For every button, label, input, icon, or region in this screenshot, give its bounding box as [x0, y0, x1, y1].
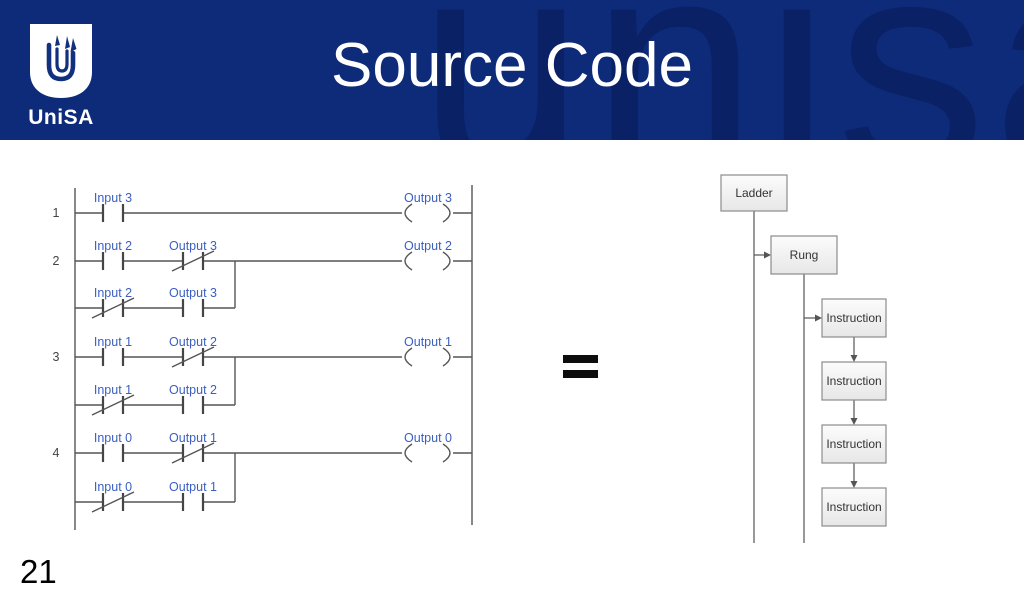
ladder-rung-4: 4 Input 0 Output 1 Output 0 Input 0 Outp…	[53, 431, 472, 513]
ladder-rung-2: 2 Input 2 Output 3 Output 2 Input 2 Outp…	[53, 239, 472, 319]
no-contact-symbol	[101, 204, 125, 222]
coil-label: Output 0	[404, 431, 452, 445]
tree-box-label: Ladder	[735, 186, 772, 200]
tree-arrow	[850, 337, 858, 362]
tree-box-label: Instruction	[826, 374, 881, 388]
nc-contact-symbol	[181, 444, 205, 462]
tree-box-instruction: Instruction	[821, 424, 887, 464]
coil-symbol	[404, 443, 451, 463]
unisa-shield-icon	[30, 24, 92, 98]
rung-number: 3	[53, 350, 60, 364]
tree-arrow	[754, 251, 771, 259]
tree-box-label: Instruction	[826, 500, 881, 514]
contact-label: Input 2	[94, 286, 132, 300]
tree-box-label: Instruction	[826, 311, 881, 325]
tree-box-instruction: Instruction	[821, 487, 887, 527]
nc-contact-symbol	[101, 493, 125, 511]
page-number: 21	[20, 553, 57, 590]
coil-label: Output 1	[404, 335, 452, 349]
ladder-logic-diagram: 1 Input 3 Output 3 2 Input 2 Output 3 Ou…	[53, 185, 473, 530]
contact-label: Input 0	[94, 480, 132, 494]
nc-contact-symbol	[101, 299, 125, 317]
tree-arrow	[804, 314, 822, 322]
nc-slash	[91, 491, 135, 513]
contact-label: Input 1	[94, 335, 132, 349]
contact-label: Input 0	[94, 431, 132, 445]
contact-label: Input 2	[94, 239, 132, 253]
rung-number: 2	[53, 254, 60, 268]
nc-slash	[171, 442, 215, 464]
coil-label: Output 3	[404, 191, 452, 205]
slide-title: Source Code	[331, 31, 693, 100]
unisa-watermark: unisa	[418, 0, 1024, 140]
unisa-logo-text: UniSA	[28, 106, 94, 129]
contact-label: Input 1	[94, 383, 132, 397]
contact-label: Output 2	[169, 383, 217, 397]
nc-contact-symbol	[181, 252, 205, 270]
tree-box-instruction: Instruction	[821, 298, 887, 338]
contact-label: Output 1	[169, 431, 217, 445]
no-contact-symbol	[181, 396, 205, 414]
no-contact-symbol	[181, 299, 205, 317]
contact-label: Output 2	[169, 335, 217, 349]
header-band: unisa UniSA Source Code	[0, 0, 1024, 140]
tree-box-rung: Rung	[770, 235, 838, 275]
coil-symbol	[404, 251, 451, 271]
nc-slash	[171, 346, 215, 368]
coil-symbol	[404, 347, 451, 367]
coil-symbol	[404, 203, 451, 223]
tree-box-instruction: Instruction	[821, 361, 887, 401]
tree-box-label: Instruction	[826, 437, 881, 451]
ladder-rung-3: 3 Input 1 Output 2 Output 1 Input 1 Outp…	[53, 335, 472, 416]
ladder-rung-1: 1 Input 3 Output 3	[53, 191, 472, 223]
tree-arrow	[850, 463, 858, 488]
no-contact-symbol	[101, 252, 125, 270]
contact-label: Output 1	[169, 480, 217, 494]
equals-sign	[563, 355, 598, 378]
tree-box-label: Rung	[790, 248, 819, 262]
rung-number: 1	[53, 206, 60, 220]
no-contact-symbol	[181, 493, 205, 511]
no-contact-symbol	[101, 444, 125, 462]
contact-label: Output 3	[169, 286, 217, 300]
nc-slash	[91, 297, 135, 319]
equals-bar-bottom	[563, 370, 598, 378]
ladder-structure-tree: Ladder Rung Instruction Instruction Inst…	[720, 174, 887, 543]
tree-arrow	[850, 400, 858, 425]
coil-label: Output 2	[404, 239, 452, 253]
equals-bar-top	[563, 355, 598, 363]
nc-slash	[171, 250, 215, 272]
nc-slash	[91, 394, 135, 416]
nc-contact-symbol	[181, 348, 205, 366]
tree-box-ladder: Ladder	[720, 174, 788, 212]
rung-number: 4	[53, 446, 60, 460]
nc-contact-symbol	[101, 396, 125, 414]
contact-label: Output 3	[169, 239, 217, 253]
no-contact-symbol	[101, 348, 125, 366]
unisa-logo: UniSA	[28, 23, 94, 130]
contact-label: Input 3	[94, 191, 132, 205]
